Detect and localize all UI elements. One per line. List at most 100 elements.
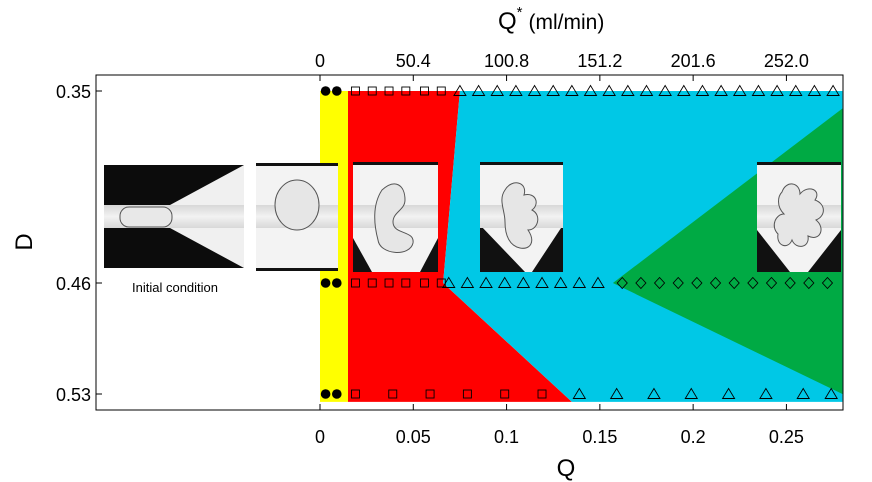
- diamond-marker-3-1: [635, 276, 647, 290]
- y-axis-label: D: [11, 233, 38, 250]
- triangle-marker-2-13: [695, 84, 710, 96]
- triangle-marker-2-1: [471, 84, 486, 96]
- x-axis-label: Q: [557, 455, 576, 482]
- filled-circle-marker-0-3: [331, 278, 342, 288]
- triangle-marker-2-32: [647, 387, 661, 399]
- x-tick-label-4: 0.2: [681, 427, 706, 447]
- x-tick-label-0: 0: [315, 427, 325, 447]
- square-marker-1-16: [500, 389, 510, 399]
- diamond-marker-3-2: [653, 276, 666, 290]
- diamond-marker-3-6: [728, 276, 740, 290]
- top-x-tick-label-3: 151.2: [577, 51, 622, 71]
- plot-frame: [95, 74, 844, 411]
- square-marker-1-2: [384, 86, 394, 96]
- triangle-marker-2-12: [677, 84, 691, 96]
- triangle-marker-2-15: [732, 84, 747, 96]
- square-marker-1-5: [436, 86, 446, 96]
- triangle-marker-2-10: [639, 84, 654, 96]
- triangle-marker-2-30: [572, 387, 587, 399]
- triangle-marker-2-27: [553, 276, 568, 288]
- diamond-marker-3-5: [709, 276, 722, 290]
- triangle-marker-2-7: [583, 84, 598, 96]
- triangle-marker-2-20: [826, 84, 840, 96]
- triangle-marker-2-36: [796, 387, 811, 399]
- filled-circle-marker-0-0: [320, 86, 331, 96]
- triangle-marker-2-11: [658, 84, 672, 96]
- triangle-marker-2-26: [535, 276, 549, 288]
- droplet-snapshot-insets: [104, 162, 841, 272]
- top-x-tick-label-1: 50.4: [396, 51, 431, 71]
- top-x-axis-label-unit: (ml/min): [529, 11, 605, 34]
- x-tick-label-1: 0.05: [396, 427, 431, 447]
- filled-circle-marker-0-1: [331, 86, 342, 96]
- inset-initial-condition: [104, 165, 244, 268]
- triangle-marker-2-5: [546, 84, 561, 96]
- square-marker-1-17: [537, 389, 547, 399]
- diamond-marker-3-11: [821, 276, 834, 290]
- x-tick-label-5: 0.25: [769, 427, 804, 447]
- square-marker-1-13: [388, 389, 398, 399]
- square-marker-1-8: [384, 278, 394, 288]
- square-marker-1-10: [420, 278, 429, 288]
- triangle-marker-2-18: [788, 84, 803, 96]
- top-x-tick-label-5: 252.0: [764, 51, 809, 71]
- triangle-marker-2-19: [807, 84, 822, 96]
- inset-droplet-circle: [256, 163, 338, 271]
- square-marker-1-9: [401, 278, 411, 288]
- square-marker-1-1: [367, 86, 377, 96]
- square-marker-1-12: [350, 389, 360, 399]
- inset-droplet-multi-lobed: [757, 162, 841, 272]
- square-marker-1-0: [350, 86, 360, 96]
- diamond-marker-3-9: [784, 276, 796, 290]
- y-tick-label-2: 0.53: [56, 385, 91, 405]
- y-tick-label-1: 0.46: [56, 274, 91, 294]
- triangle-marker-2-3: [509, 84, 523, 96]
- triangle-marker-2-14: [714, 84, 728, 96]
- triangle-marker-2-4: [527, 84, 542, 96]
- filled-circle-marker-0-4: [320, 389, 331, 399]
- triangle-marker-2-2: [490, 84, 505, 96]
- top-x-tick-label-2: 100.8: [484, 51, 529, 71]
- triangle-marker-2-21: [441, 276, 456, 288]
- triangle-marker-2-34: [721, 387, 736, 399]
- diamond-marker-3-7: [747, 276, 759, 290]
- diamond-marker-3-8: [765, 276, 778, 290]
- square-marker-1-3: [401, 86, 411, 96]
- filled-circle-marker-0-5: [331, 389, 342, 399]
- diamond-marker-3-4: [691, 276, 703, 290]
- diamond-marker-3-0: [616, 276, 628, 290]
- top-x-axis-label: Q* (ml/min): [498, 4, 604, 35]
- triangle-marker-2-28: [572, 276, 587, 288]
- x-tick-label-2: 0.1: [494, 427, 519, 447]
- inset-droplet-lobed: [480, 162, 563, 272]
- top-x-axis-label-superscript: *: [517, 4, 523, 21]
- inset-droplet-bean: [353, 162, 438, 272]
- triangle-marker-2-23: [479, 276, 493, 288]
- data-markers: [320, 84, 840, 399]
- triangle-marker-2-16: [751, 84, 766, 96]
- diamond-marker-3-3: [672, 276, 684, 290]
- annotation-initial-condition: Initial condition: [132, 280, 218, 295]
- triangle-marker-2-35: [759, 387, 773, 399]
- top-x-tick-label-0: 0: [315, 51, 325, 71]
- triangle-marker-2-24: [497, 276, 512, 288]
- triangle-marker-2-37: [824, 387, 838, 399]
- triangle-marker-2-8: [602, 84, 616, 96]
- triangle-marker-2-25: [516, 276, 531, 288]
- triangle-marker-2-6: [565, 84, 579, 96]
- top-x-axis-label-symbol: Q: [498, 8, 517, 35]
- diamond-marker-3-10: [803, 276, 815, 290]
- triangle-marker-2-22: [460, 276, 475, 288]
- triangle-marker-2-17: [770, 84, 784, 96]
- top-x-tick-label-4: 201.6: [671, 51, 716, 71]
- triangle-marker-2-31: [609, 387, 624, 399]
- triangle-marker-2-9: [621, 84, 635, 96]
- square-marker-1-6: [350, 278, 360, 288]
- triangle-marker-2-33: [684, 387, 699, 399]
- triangle-marker-2-29: [591, 276, 605, 288]
- square-marker-1-14: [425, 389, 435, 399]
- filled-circle-marker-0-2: [320, 278, 331, 288]
- square-marker-1-15: [462, 389, 472, 399]
